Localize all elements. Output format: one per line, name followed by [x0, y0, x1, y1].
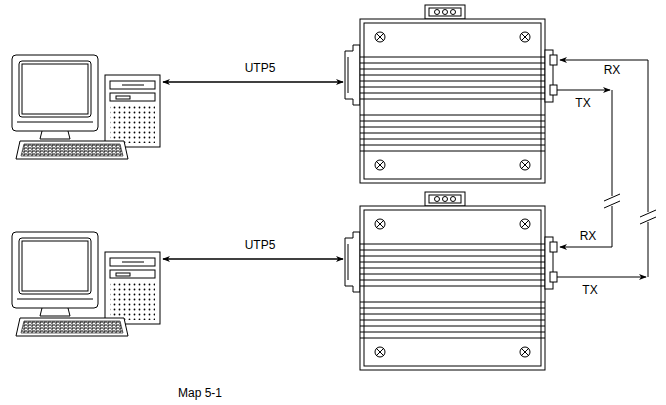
caption: Map 5-1	[176, 386, 224, 400]
signal-name: TX	[573, 96, 592, 110]
signal-name: TX	[580, 283, 599, 297]
cable-label: UTP5	[243, 238, 278, 252]
signal-name: RX	[602, 63, 623, 77]
signal-name: RX	[578, 229, 599, 243]
cable-label: UTP5	[243, 61, 278, 75]
